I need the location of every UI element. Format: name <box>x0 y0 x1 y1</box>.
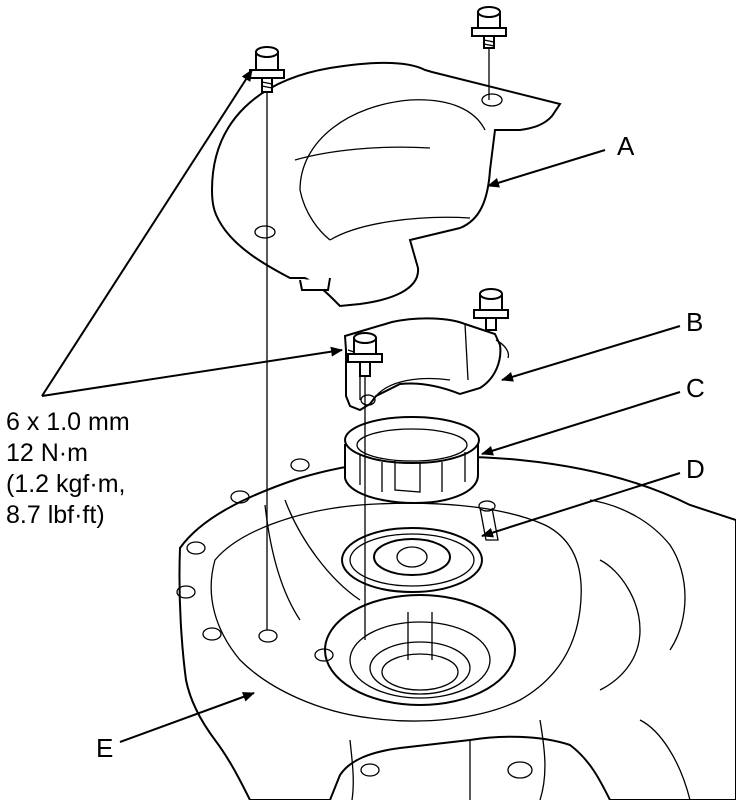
spec-torque-nm: 12 N·m <box>6 439 88 467</box>
transmission-housing <box>176 455 736 800</box>
callout-b: B <box>686 307 703 337</box>
spec-torque-kgfm: (1.2 kgf·m, <box>6 470 125 498</box>
callout-c: C <box>686 373 705 403</box>
callout-a: A <box>617 131 635 161</box>
washer <box>341 527 483 593</box>
leader-d <box>481 472 681 538</box>
cover-plate <box>210 61 562 308</box>
flange-bolt-top-left <box>249 46 285 93</box>
flange-bolt-top-right <box>471 6 507 49</box>
flange-bolt-bracket-left <box>347 332 383 377</box>
leader-e <box>119 692 255 743</box>
spec-torque-lbfft: 8.7 lbf·ft) <box>6 501 105 529</box>
leader-spec-bolt-2 <box>41 346 343 397</box>
leader-spec-bolt-1 <box>41 69 253 397</box>
leader-lines <box>41 69 681 743</box>
spec-bolt-size: 6 x 1.0 mm <box>6 408 130 436</box>
torque-spec: 6 x 1.0 mm 12 N·m (1.2 kgf·m, 8.7 lbf·ft… <box>6 408 130 529</box>
flange-bolt-bracket-right <box>473 288 509 331</box>
housing-bolt-holes <box>176 458 380 777</box>
callout-d: D <box>686 454 705 484</box>
leader-c <box>481 391 681 456</box>
leader-b <box>501 325 681 382</box>
collar-ring <box>344 416 480 505</box>
leader-a <box>487 149 606 188</box>
callout-e: E <box>96 733 113 763</box>
